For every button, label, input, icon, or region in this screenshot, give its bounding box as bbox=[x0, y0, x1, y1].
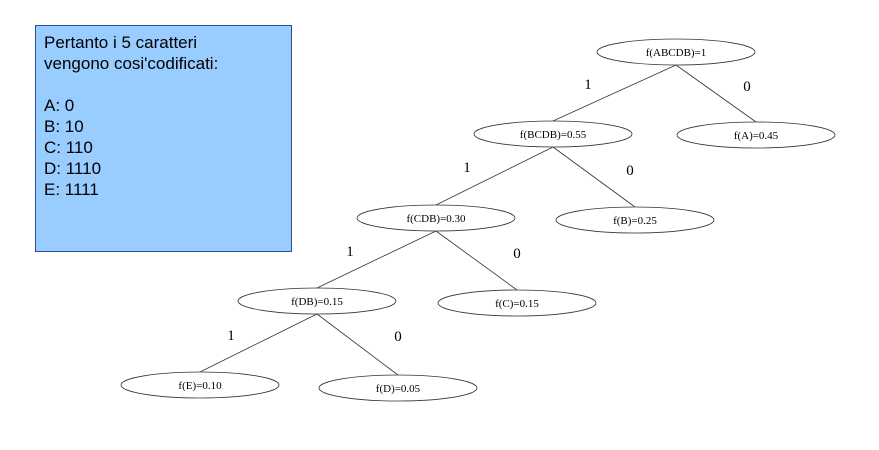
tree-edge-labels: 1 0 1 0 1 0 1 0 bbox=[227, 77, 751, 345]
tree-node-c: f(C)=0.15 bbox=[437, 289, 597, 317]
node-label-a: f(A)=0.45 bbox=[734, 130, 779, 142]
node-label-abcdb: f(ABCDB)=1 bbox=[646, 47, 707, 59]
tree-node-b: f(B)=0.25 bbox=[555, 206, 715, 234]
node-label-db: f(DB)=0.15 bbox=[291, 296, 343, 308]
node-ellipse-bcdb bbox=[473, 120, 633, 148]
edge-label-bcdb-cdb: 1 bbox=[463, 160, 471, 176]
tree-edge-bcdb-cdb bbox=[435, 146, 554, 206]
edge-label-bcdb-b: 0 bbox=[626, 163, 634, 179]
tree-node-abcdb: f(ABCDB)=1 bbox=[596, 38, 756, 66]
node-ellipse-d bbox=[318, 374, 478, 402]
tree-edge-bcdb-b bbox=[552, 146, 636, 208]
info-intro-line-2: vengono cosi'codificati: bbox=[44, 54, 219, 73]
node-ellipse-db bbox=[237, 287, 397, 315]
node-label-b: f(B)=0.25 bbox=[613, 215, 657, 227]
tree-node-bcdb: f(BCDB)=0.55 bbox=[473, 120, 633, 148]
node-label-c: f(C)=0.15 bbox=[495, 298, 539, 310]
tree-node-d: f(D)=0.05 bbox=[318, 374, 478, 402]
edge-label-abcdb-a: 0 bbox=[743, 79, 751, 95]
node-label-cdb: f(CDB)=0.30 bbox=[406, 213, 466, 225]
tree-node-e: f(E)=0.10 bbox=[120, 371, 280, 399]
encoding-info-box: Pertanto i 5 caratteri vengono cosi'codi… bbox=[35, 25, 292, 252]
tree-node-cdb: f(CDB)=0.30 bbox=[356, 204, 516, 232]
node-label-e: f(E)=0.10 bbox=[178, 380, 222, 392]
node-ellipse-abcdb bbox=[596, 38, 756, 66]
tree-edge-db-d bbox=[316, 313, 399, 376]
edge-label-db-e: 1 bbox=[227, 328, 235, 344]
tree-edges bbox=[199, 64, 757, 376]
node-label-d: f(D)=0.05 bbox=[376, 383, 421, 395]
code-line-b: B: 10 bbox=[44, 117, 84, 136]
code-line-c: C: 110 bbox=[44, 138, 93, 157]
edge-label-cdb-c: 0 bbox=[513, 246, 521, 262]
code-line-e: E: 1111 bbox=[44, 180, 99, 199]
node-ellipse-c bbox=[437, 289, 597, 317]
tree-node-db: f(DB)=0.15 bbox=[237, 287, 397, 315]
edge-label-abcdb-bcdb: 1 bbox=[584, 77, 592, 93]
code-line-a: A: 0 bbox=[44, 96, 75, 115]
edge-label-cdb-db: 1 bbox=[346, 244, 354, 260]
node-ellipse-b bbox=[555, 206, 715, 234]
edge-label-db-d: 0 bbox=[394, 329, 402, 345]
node-ellipse-e bbox=[120, 371, 280, 399]
tree-node-a: f(A)=0.45 bbox=[676, 121, 836, 149]
node-label-bcdb: f(BCDB)=0.55 bbox=[520, 129, 587, 141]
tree-edge-abcdb-bcdb bbox=[552, 64, 677, 122]
tree-edge-cdb-c bbox=[435, 230, 518, 291]
tree-edge-db-e bbox=[199, 313, 318, 373]
tree-nodes: f(ABCDB)=1 f(BCDB)=0.55 f(A)=0.45 f(CDB)=0.… bbox=[120, 38, 836, 402]
code-line-d: D: 1110 bbox=[44, 159, 102, 178]
node-ellipse-a bbox=[676, 121, 836, 149]
tree-edge-abcdb-a bbox=[675, 64, 757, 123]
tree-edge-cdb-db bbox=[316, 230, 437, 289]
node-ellipse-cdb bbox=[356, 204, 516, 232]
info-intro-line-1: Pertanto i 5 caratteri bbox=[44, 33, 198, 52]
